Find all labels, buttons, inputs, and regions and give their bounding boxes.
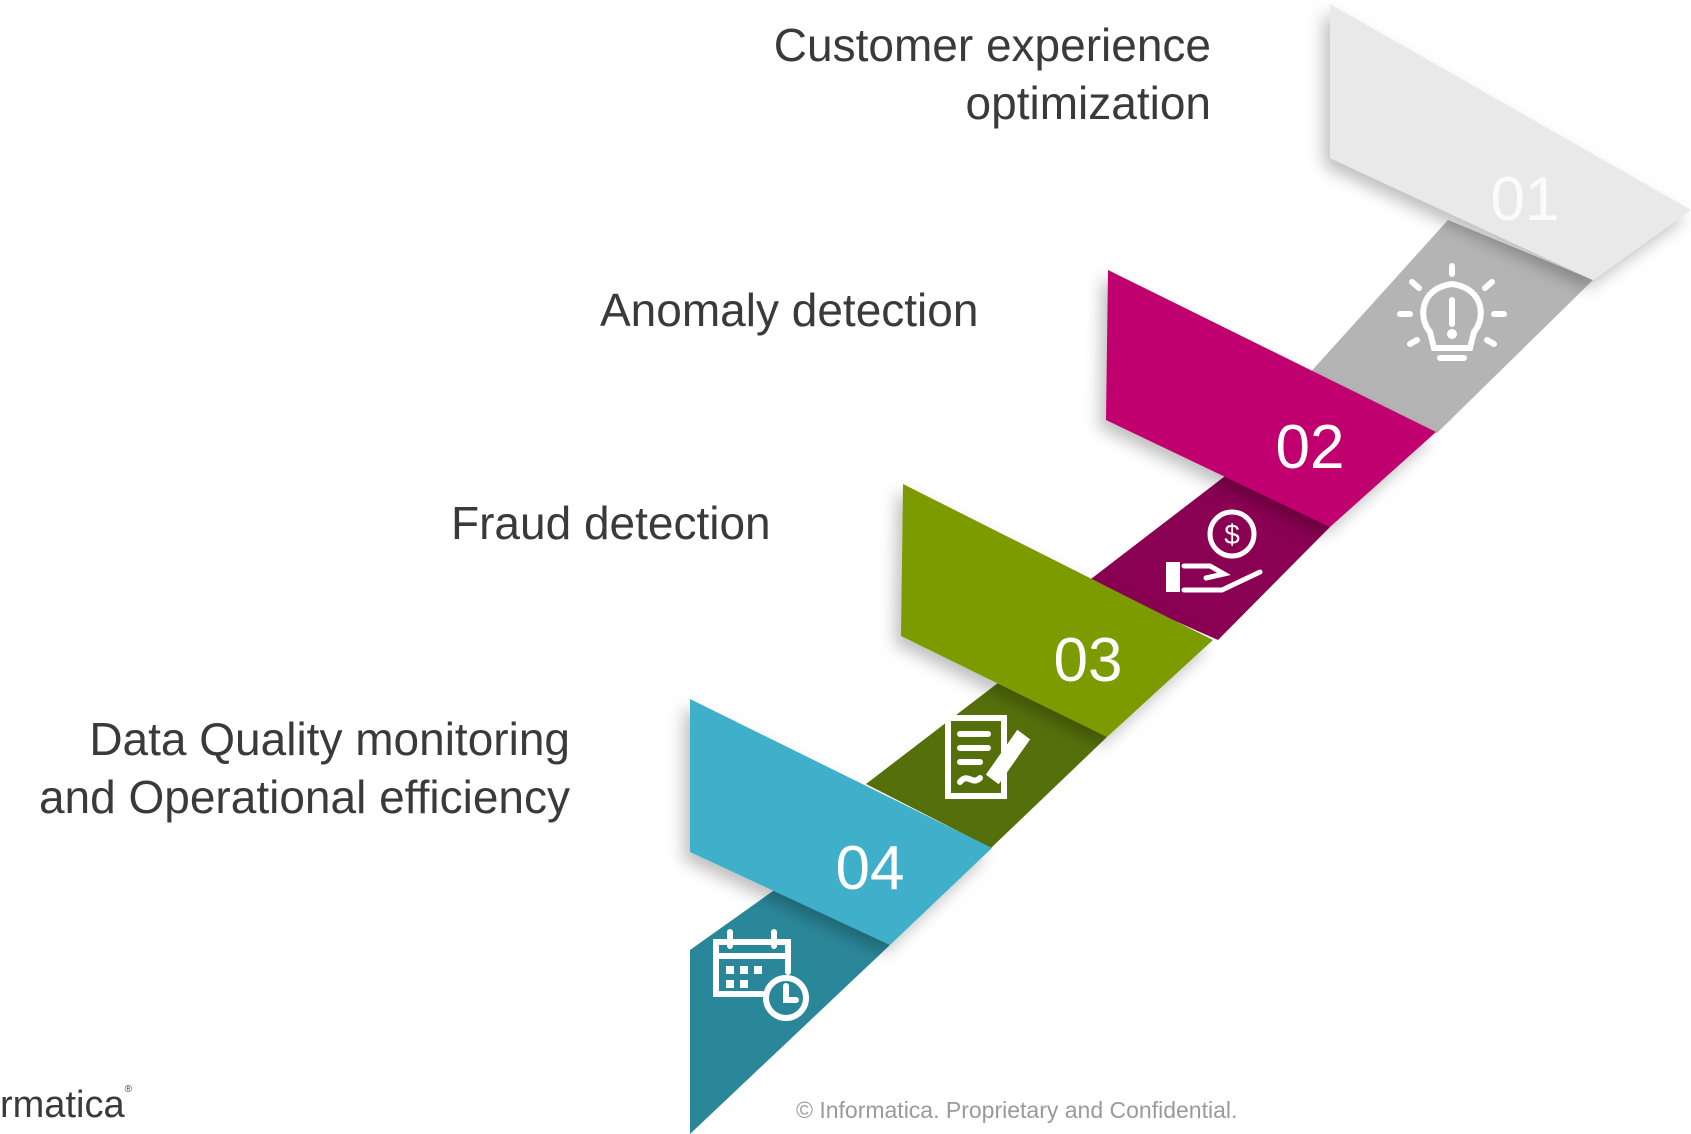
step-2-icon-tile xyxy=(1087,470,1330,640)
step-3-banner xyxy=(901,484,1213,737)
step-1-label-line-1: Customer experience xyxy=(773,19,1211,71)
svg-text:$: $ xyxy=(1224,519,1240,550)
step-4-label-line-1: Data Quality monitoring xyxy=(89,713,570,765)
step-4-icon-tile xyxy=(690,886,890,1134)
money-hand-icon: $ xyxy=(1166,509,1263,593)
copyright-footer: © Informatica. Proprietary and Confident… xyxy=(796,1097,1238,1123)
step-1-number: 01 xyxy=(1491,165,1560,234)
step-3-label-line-1: Fraud detection xyxy=(451,497,771,549)
step-1-banner xyxy=(1330,4,1691,280)
lightbulb-icon xyxy=(1397,263,1507,361)
step-2-label-line-1: Anomaly detection xyxy=(600,284,979,336)
step-1-label: Customer experience optimization xyxy=(774,16,1211,132)
step-2-number: 02 xyxy=(1276,413,1345,482)
step-4-label: Data Quality monitoring and Operational … xyxy=(39,710,570,826)
step-3-icon-tile xyxy=(866,676,1107,848)
step-4-banner xyxy=(690,699,992,945)
step-3-number: 03 xyxy=(1054,626,1123,695)
step-1-icon-tile xyxy=(1307,220,1593,433)
step-1-label-line-2: optimization xyxy=(965,77,1211,129)
logo-text: rmatica xyxy=(0,1084,125,1126)
informatica-logo: rmatica® xyxy=(0,1084,132,1127)
step-3-label: Fraud detection xyxy=(451,494,771,552)
step-2-banner xyxy=(1106,270,1436,527)
step-4-number: 04 xyxy=(836,834,905,903)
calendar-clock-icon xyxy=(713,929,809,1021)
logo-registered-mark: ® xyxy=(124,1084,132,1095)
step-4-label-line-2: and Operational efficiency xyxy=(38,771,570,823)
step-2-label: Anomaly detection xyxy=(600,281,978,339)
signed-document-icon xyxy=(945,715,1031,799)
